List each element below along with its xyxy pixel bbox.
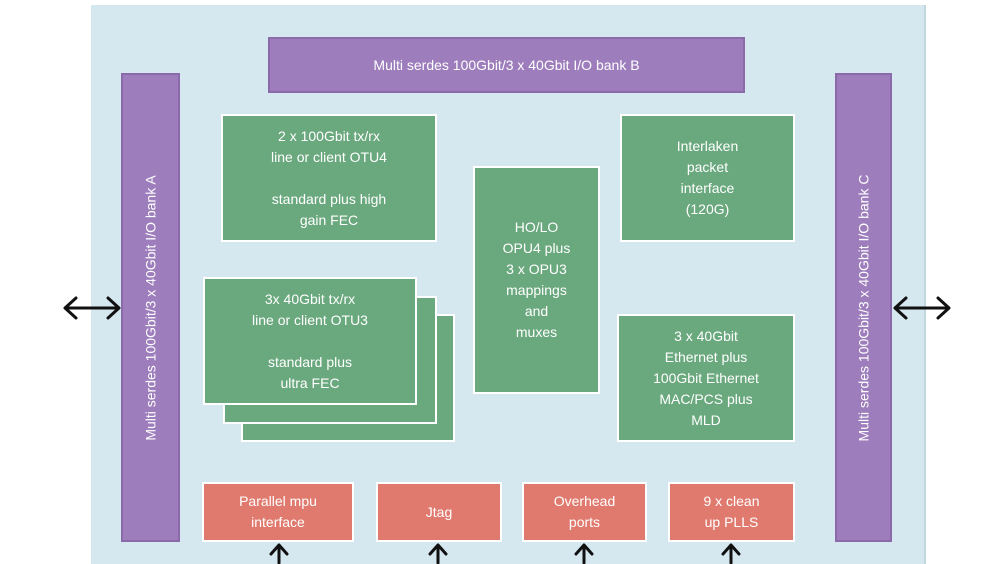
right-bidirectional-arrow	[893, 296, 951, 320]
jtag-label: Jtag	[425, 503, 453, 520]
ethernet-label: 3 x 40Gbit Ethernet plus 100Gbit Etherne…	[653, 327, 759, 428]
interlaken-block: Interlaken packet interface (120G)	[620, 114, 795, 242]
io-bank-a: Multi serdes 100Gbit/3 x 40Gbit I/O bank…	[121, 73, 180, 542]
otu4-block: 2 x 100Gbit tx/rx line or client OTU4 st…	[221, 114, 437, 242]
otu3-label: 3x 40Gbit tx/rx line or client OTU3 stan…	[252, 290, 368, 391]
parallel-mpu-block: Parallel mpu interface	[202, 482, 354, 542]
overhead-up-arrow	[574, 543, 594, 564]
plls-up-arrow	[721, 543, 741, 564]
overhead-ports-block: Overhead ports	[522, 482, 647, 542]
mappings-label: HO/LO OPU4 plus 3 x OPU3 mappings and mu…	[502, 219, 571, 340]
otu3-block: 3x 40Gbit tx/rx line or client OTU3 stan…	[203, 277, 417, 405]
mappings-block: HO/LO OPU4 plus 3 x OPU3 mappings and mu…	[473, 166, 600, 394]
interlaken-label: Interlaken packet interface (120G)	[676, 138, 739, 217]
parallel-mpu-label: Parallel mpu interface	[239, 493, 317, 530]
plls-block: 9 x clean up PLLS	[668, 482, 795, 542]
left-bidirectional-arrow	[63, 296, 121, 320]
jtag-block: Jtag	[376, 482, 502, 542]
overhead-ports-label: Overhead ports	[553, 493, 616, 530]
otu4-label: 2 x 100Gbit tx/rx line or client OTU4 st…	[271, 127, 387, 228]
plls-label: 9 x clean up PLLS	[703, 493, 760, 530]
jtag-up-arrow	[428, 543, 448, 564]
io-bank-b-label: Multi serdes 100Gbit/3 x 40Gbit I/O bank…	[373, 56, 640, 73]
ethernet-block: 3 x 40Gbit Ethernet plus 100Gbit Etherne…	[617, 314, 795, 442]
io-bank-b: Multi serdes 100Gbit/3 x 40Gbit I/O bank…	[268, 37, 745, 93]
parallel-mpu-up-arrow	[269, 543, 289, 564]
io-bank-c: Multi serdes 100Gbit/3 x 40Gbit I/O bank…	[835, 73, 892, 542]
